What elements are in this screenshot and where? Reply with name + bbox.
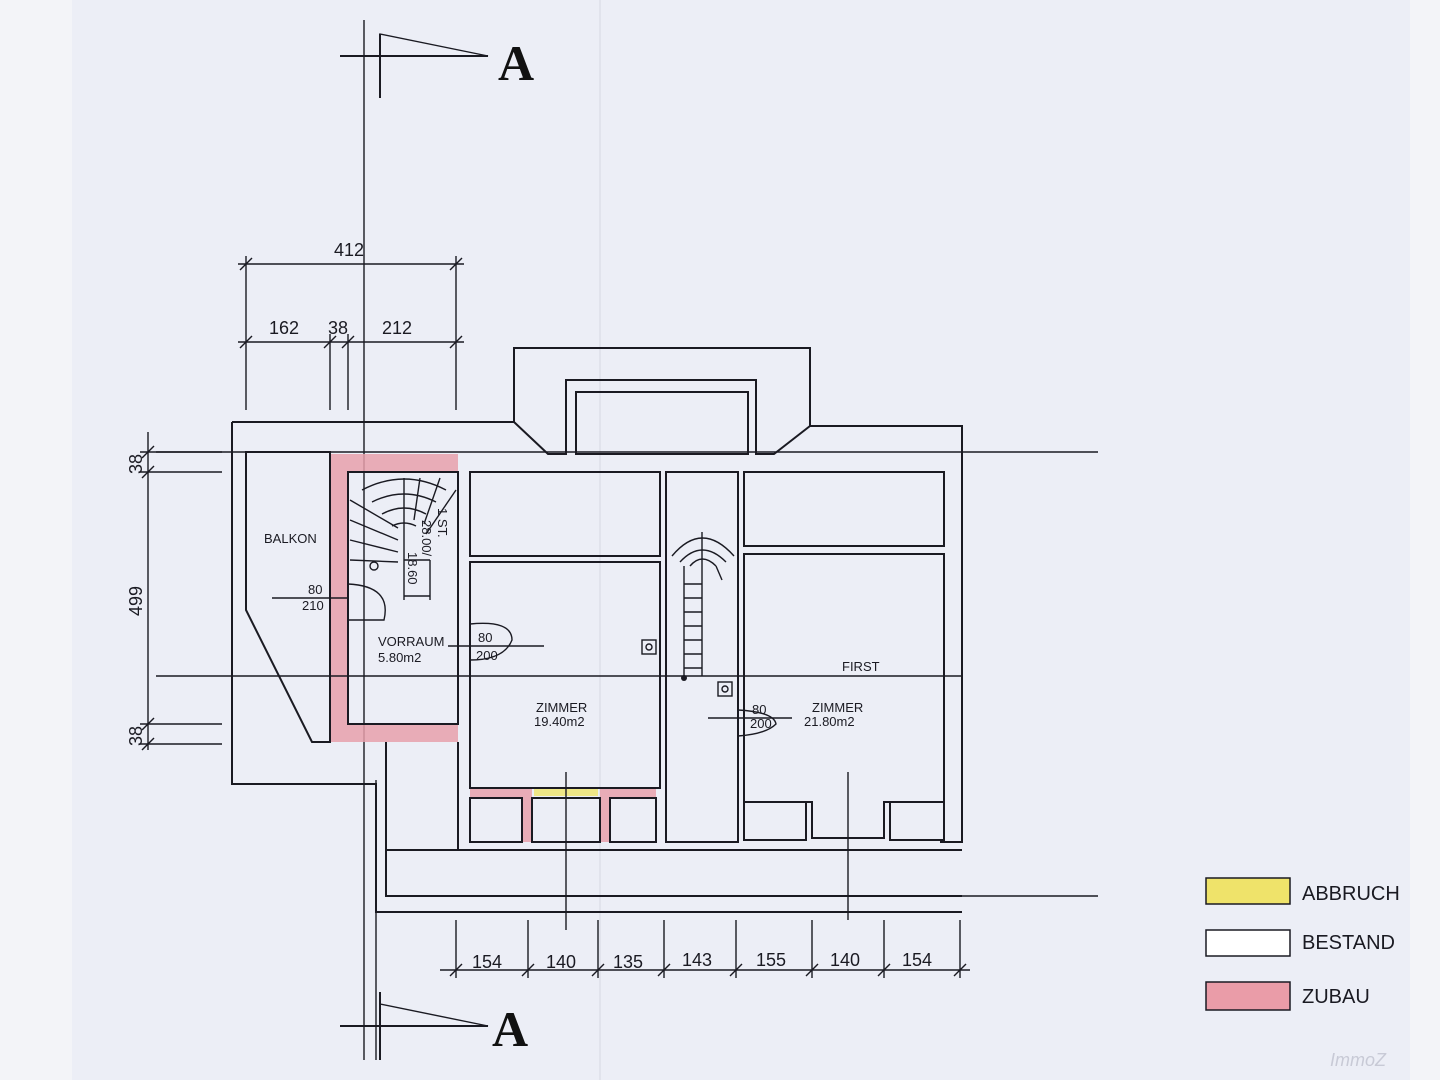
room-zimmer-2-area: 21.80m2 [804,714,855,729]
dimension-top: 412 162 38 212 [238,240,464,410]
door-3-height: 200 [750,716,772,731]
stair-note-1: 1 ST. [435,508,450,538]
room-zimmer-2-name: ZIMMER [812,700,863,715]
legend-label-zubau: ZUBAU [1302,986,1370,1008]
dim-bottom-3: 135 [613,952,643,972]
dimension-bottom: 154 140 135 143 155 140 154 [440,920,970,978]
dim-bottom-1: 154 [472,952,502,972]
door-1-width: 80 [308,582,322,597]
door-3-width: 80 [752,702,766,717]
legend-swatch-bestand [1205,929,1291,957]
door-swings [272,583,792,737]
label-first: FIRST [842,659,880,674]
dimension-left: 38 499 38 [126,432,222,751]
room-vorraum-area: 5.80m2 [378,650,421,665]
watermark: ImmoZ [1330,1050,1387,1070]
dim-bottom-7: 154 [902,950,932,970]
paper-margin-right [1410,0,1440,1080]
room-zimmer-1-name: ZIMMER [536,700,587,715]
legend: ABBRUCH BESTAND ZUBAU [1205,877,1400,1011]
room-zimmer-1-area: 19.40m2 [534,714,585,729]
dim-left-1: 38 [126,454,146,474]
door-2-width: 80 [478,630,492,645]
legend-swatch-zubau [1205,981,1291,1011]
dim-top-2: 38 [328,318,348,338]
stair-note-3: 18.60 [405,552,420,585]
dim-left-2: 499 [126,586,146,616]
stair-note-2: 28.00/ [419,520,434,557]
stair-left [349,477,457,600]
legend-label-abbruch: ABBRUCH [1302,883,1400,905]
dim-bottom-5: 155 [756,950,786,970]
dim-bottom-6: 140 [830,950,860,970]
building-walls [156,347,1098,930]
room-balkon: BALKON [264,531,317,546]
dim-bottom-4: 143 [682,950,712,970]
section-label-bottom: A [492,1001,528,1057]
dim-left-3: 38 [126,726,146,746]
door-2-height: 200 [476,648,498,663]
section-label-top: A [498,35,534,91]
section-mark-top: A [340,33,534,98]
stair-middle [641,532,735,697]
room-vorraum-name: VORRAUM [378,634,444,649]
legend-label-bestand: BESTAND [1302,932,1395,954]
legend-swatch-abbruch [1205,877,1291,905]
door-1-height: 210 [302,598,324,613]
dim-top-3: 212 [382,318,412,338]
paper-margin-left [0,0,72,1080]
section-mark-bottom: A [340,992,528,1060]
dim-top-1: 162 [269,318,299,338]
dim-top-total: 412 [334,240,364,260]
dim-bottom-2: 140 [546,952,576,972]
